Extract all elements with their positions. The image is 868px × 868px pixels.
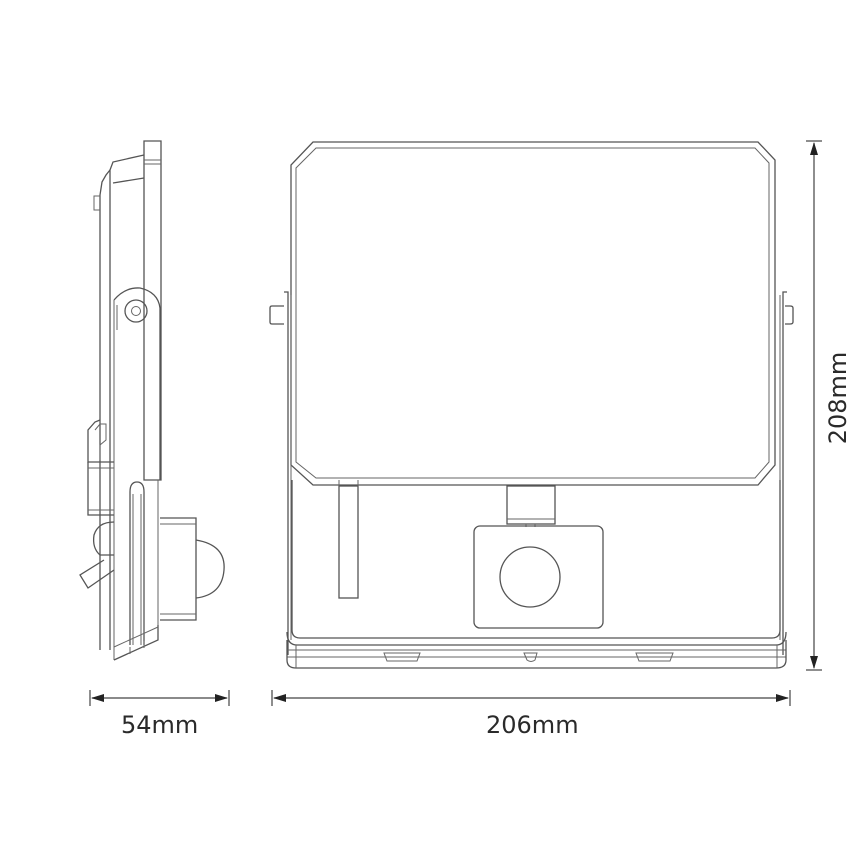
- height-dimension-label: 208mm: [824, 351, 852, 445]
- dimension-width: [271, 690, 791, 706]
- front-view: [269, 141, 794, 669]
- depth-dimension-label: 54mm: [121, 711, 199, 739]
- dimension-height: [806, 140, 822, 671]
- dimension-depth: [89, 690, 230, 706]
- side-view: [79, 140, 225, 661]
- width-dimension-label: 206mm: [486, 711, 579, 739]
